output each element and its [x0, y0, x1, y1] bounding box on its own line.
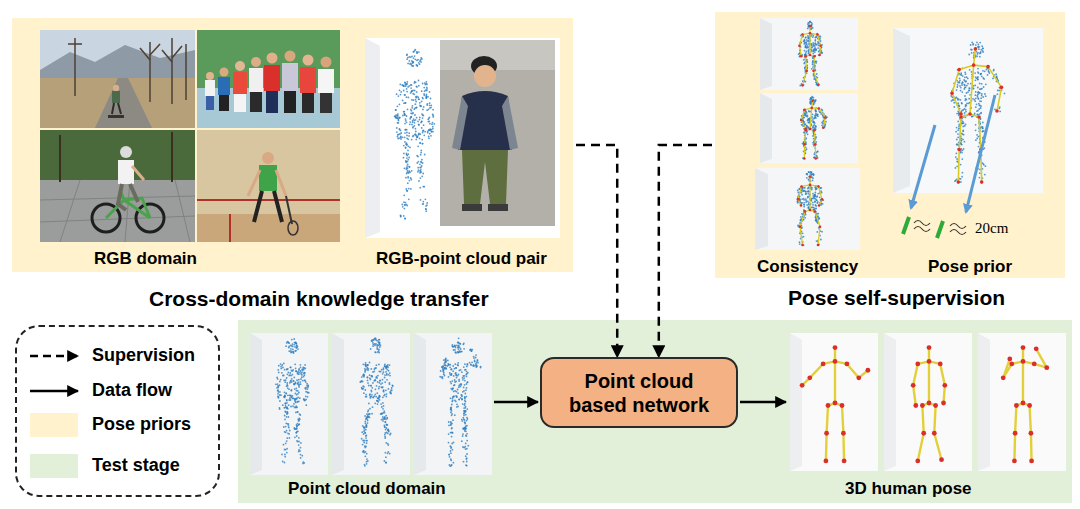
network-box: Point cloud based network	[540, 357, 738, 428]
legend-text: Supervision	[92, 345, 195, 367]
point-cloud	[394, 49, 435, 220]
pose-skeleton	[800, 100, 827, 160]
point-cloud	[439, 337, 481, 467]
figures	[275, 21, 1049, 467]
data-flow-arrow	[494, 402, 786, 403]
point-cloud	[950, 41, 1005, 183]
panel-label: 3D human pose	[845, 479, 972, 499]
rgb-photo	[40, 30, 195, 128]
supervision-connector	[576, 145, 617, 357]
solid-arrow-sample	[30, 390, 78, 393]
supervision-connector	[659, 145, 712, 357]
dimension-label: 20cm	[975, 219, 1008, 237]
legend-swatch	[30, 454, 78, 478]
panel-label: Point cloud domain	[288, 479, 446, 499]
pose-skeleton	[950, 47, 1003, 184]
cloud-panel	[250, 333, 492, 475]
legend-text: Test stage	[92, 455, 180, 477]
point-cloud	[796, 171, 824, 246]
legend-text: Pose priors	[92, 414, 191, 436]
network-label: Point cloud based network	[559, 369, 719, 417]
point-cloud	[275, 338, 310, 464]
pose-skeleton	[911, 345, 947, 463]
pose-prior-symbol	[903, 95, 995, 238]
panel-label: Consistency	[757, 257, 858, 277]
panel-label: Pose prior	[928, 257, 1012, 277]
rgb-cloud-pair	[365, 38, 560, 238]
pose-skeleton	[1001, 345, 1049, 463]
legend-swatch	[30, 413, 78, 437]
supervision-panel: ConsistencyPose priorPose self-supervisi…	[715, 12, 1065, 278]
rgb-photo	[197, 130, 340, 242]
point-cloud	[800, 96, 828, 159]
dashed-arrow-sample	[30, 355, 78, 358]
rgb-photo	[197, 30, 340, 128]
panel-label: RGB domain	[94, 249, 197, 269]
point-cloud	[359, 337, 393, 466]
pose-panel	[790, 333, 1066, 471]
pose-skeleton	[800, 345, 871, 463]
point-cloud	[798, 21, 823, 87]
legend-text: Data flow	[92, 380, 172, 402]
panel-heading: Cross-domain knowledge transfer	[149, 286, 489, 311]
domain-panel: RGB domainRGB-point cloud pairCross-doma…	[12, 18, 573, 272]
test-stage-panel: Point cloud domain 3D human pose Point clo…	[238, 320, 1072, 503]
pose-skeleton	[797, 175, 824, 246]
panel-label: RGB-point cloud pair	[376, 249, 547, 269]
panel-heading: Pose self-supervision	[788, 285, 1005, 310]
rgb-photo	[40, 130, 195, 242]
pose-view-panel	[755, 18, 1043, 250]
pose-skeleton	[798, 25, 822, 87]
